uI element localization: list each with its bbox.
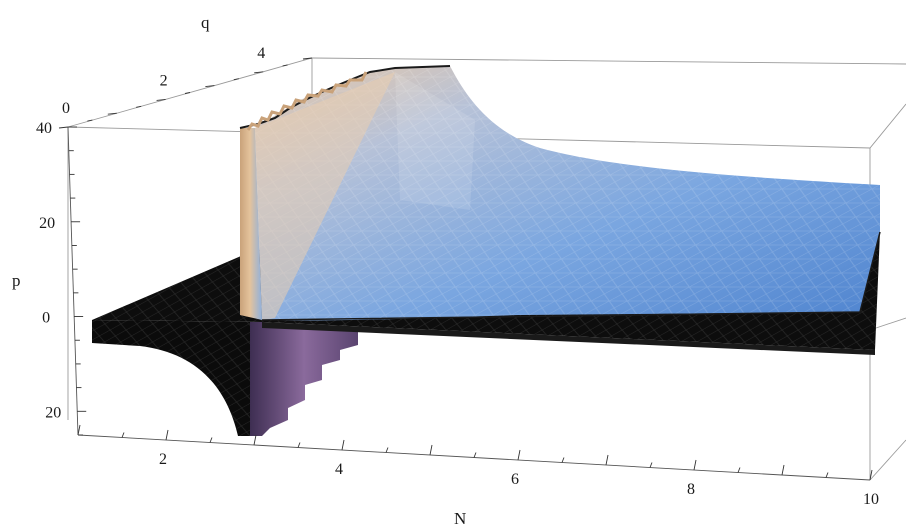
n-tick-label: 2 [159, 451, 167, 468]
upper-surface [239, 65, 881, 321]
n-tick-label: 6 [511, 471, 519, 488]
n-axis-tick [165, 429, 169, 441]
n-axis-tick [473, 452, 477, 458]
q-axis-tick [136, 105, 142, 108]
q-axis-tick [282, 64, 288, 67]
n-axis-tick [561, 457, 565, 463]
n-axis-tick [649, 462, 653, 468]
q-axis-tick [205, 85, 215, 88]
n-axis-tick [781, 464, 785, 476]
q-tick-label: 0 [62, 100, 70, 117]
n-axis-tick [869, 469, 873, 481]
p-axis-ticks: 40 20 0 20 [36, 120, 87, 436]
n-axis-tick [209, 437, 213, 443]
n-tick-label: 10 [863, 491, 879, 508]
q-axis-tick [156, 98, 166, 101]
q-tick-label: 4 [257, 45, 265, 62]
n-axis-tick [297, 442, 301, 448]
q-axis-tick [58, 126, 69, 129]
n-axis-tick [121, 432, 125, 438]
n-axis-ticks: 2 4 6 8 10 [77, 424, 879, 508]
p-tick-label: 20 [45, 404, 61, 421]
n-axis-tick [825, 472, 829, 478]
n-axis-tick [517, 449, 521, 461]
q-axis-tick [107, 112, 117, 115]
n-axis-tick [385, 447, 389, 453]
q-axis-tick [254, 71, 264, 74]
n-tick-label: 4 [335, 461, 343, 478]
p-tick-label: 0 [42, 310, 50, 327]
n-axis-tick [605, 454, 609, 466]
n-axis-tick [737, 467, 741, 473]
q-axis-ticks: 0 2 4 [58, 45, 313, 129]
n-tick-label: 8 [687, 481, 695, 498]
q-axis-label: q [201, 13, 210, 32]
n-axis-tick [693, 459, 697, 471]
q-axis-tick [233, 78, 239, 81]
p-axis-label: p [12, 271, 21, 290]
n-axis-tick [429, 444, 433, 456]
n-axis-tick [77, 424, 81, 436]
p-tick-label: 20 [39, 215, 55, 232]
n-axis-tick [253, 434, 257, 446]
n-axis-label: N [454, 509, 466, 528]
q-axis-tick [184, 92, 191, 94]
q-axis-tick [87, 119, 93, 122]
n-axis-tick [341, 439, 345, 451]
q-axis-tick [302, 57, 313, 60]
p-tick-label: 40 [36, 120, 52, 137]
q-tick-label: 2 [160, 72, 168, 89]
